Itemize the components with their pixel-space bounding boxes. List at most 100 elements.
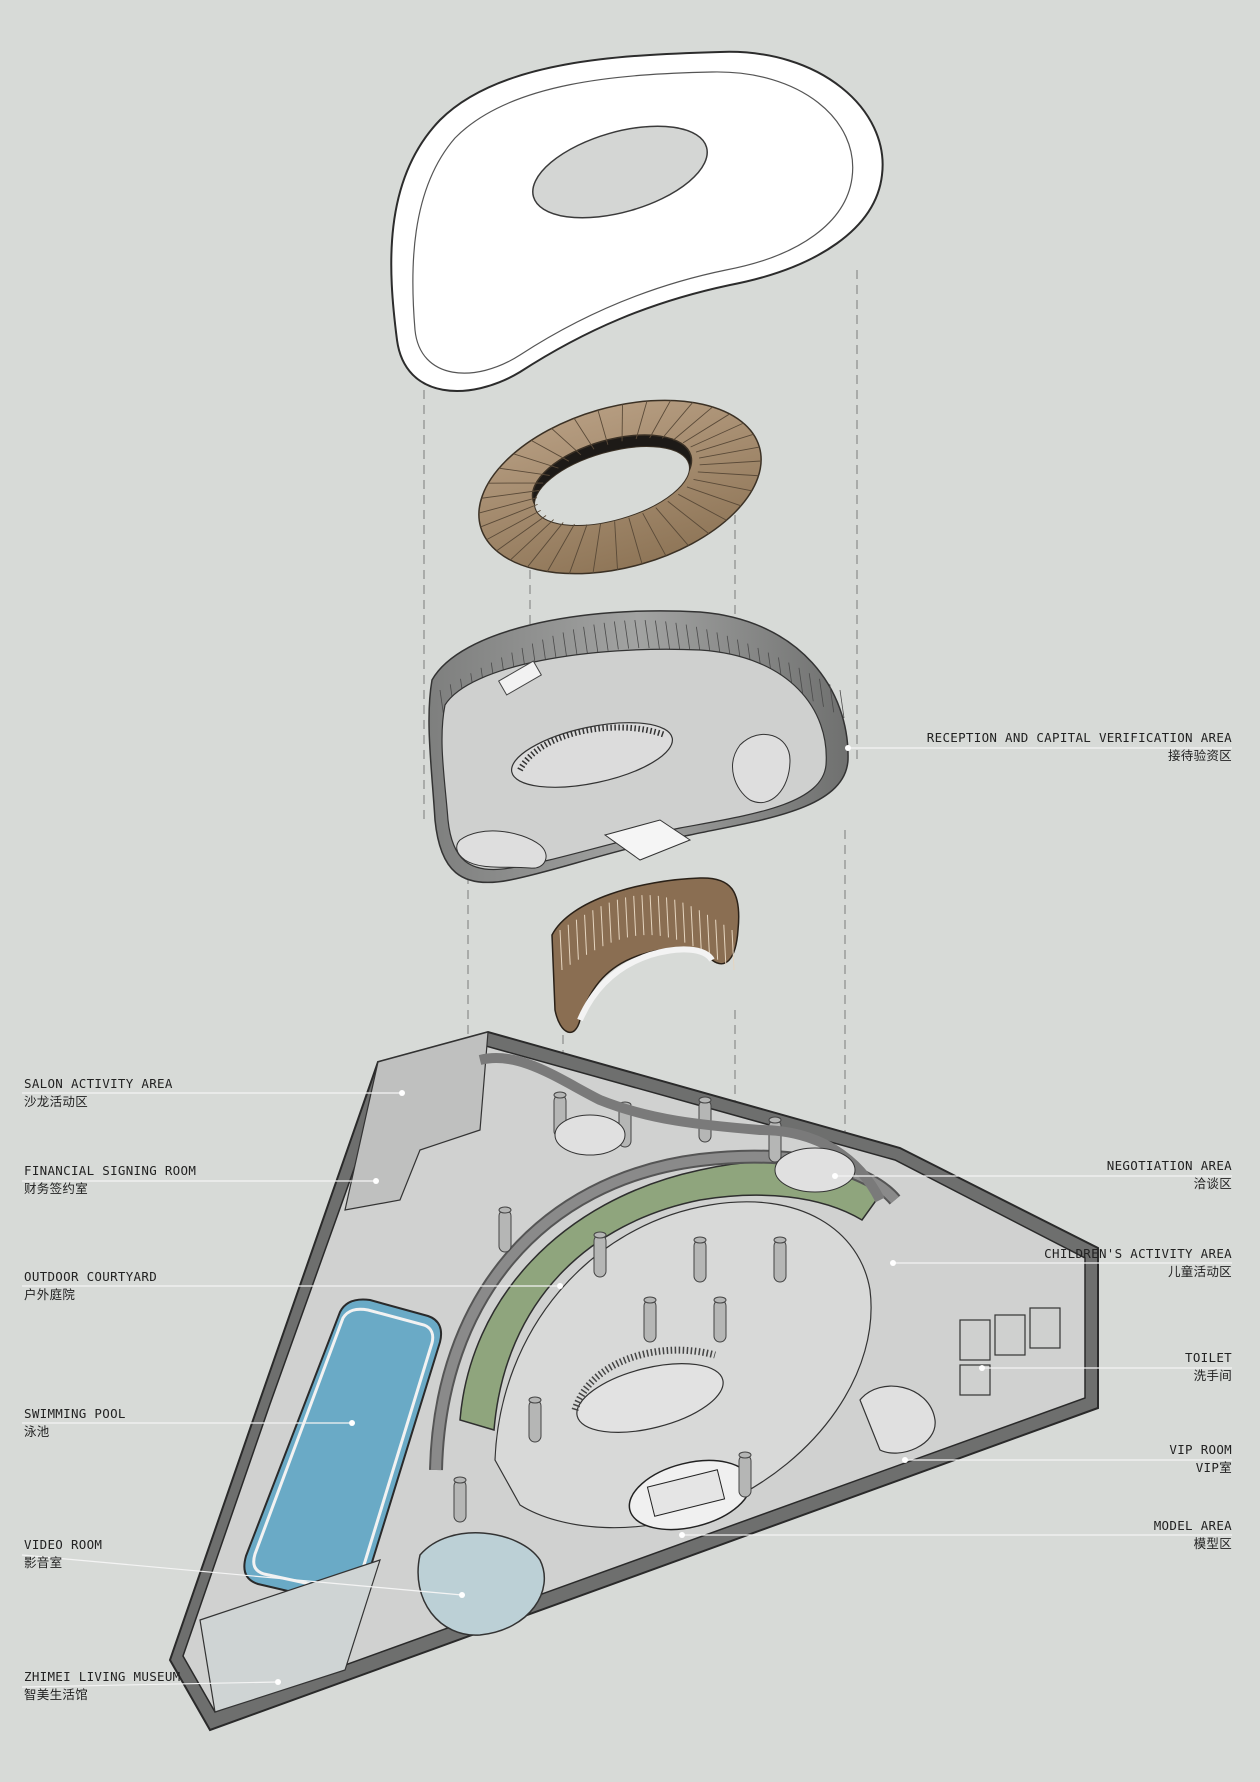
wall-fin [819,678,824,707]
stair-tread [633,895,637,936]
label-children-zh: 儿童活动区 [1167,1264,1232,1279]
label-model-zh: 模型区 [1193,1536,1232,1551]
upper-floor-plate [428,610,849,884]
ring-rib [568,524,588,574]
stair-tread [731,929,735,971]
column-top [528,1396,542,1404]
wall-fin [603,622,609,651]
column [738,1454,752,1498]
wall-fin [572,629,578,658]
ring-rib [642,512,667,557]
stair-tread [641,895,645,936]
stair-tread [665,897,669,938]
label-salon: SALON ACTIVITY AREA 沙龙活动区 [24,1075,173,1111]
wall-fin [644,620,650,649]
label-vip-zh: VIP室 [1195,1460,1232,1475]
ring-rib [628,517,643,565]
label-museum-en: ZHIMEI LIVING MUSEUM [24,1669,181,1684]
label-negotiation: NEGOTIATION AREA 洽谈区 [1107,1157,1232,1193]
column [773,1239,787,1283]
roof-slab [390,50,884,392]
label-salon-en: SALON ACTIVITY AREA [24,1076,173,1091]
wall-fin [654,620,660,649]
stair-tread [657,895,661,936]
timber-ring [478,399,762,575]
stair-tread [690,906,694,947]
label-vip: VIP ROOM VIP室 [1169,1441,1232,1477]
ring-rib [686,486,742,507]
ring-rib [673,406,713,441]
label-children-en: CHILDREN'S ACTIVITY AREA [1044,1246,1232,1261]
stair-tread [649,895,653,936]
ground-floor-plan [168,1030,1099,1732]
ring-rib [592,523,602,574]
wall-fin [829,684,835,713]
stair-tread [723,924,727,965]
ring-rib [527,522,564,568]
stair-tread [608,902,612,943]
label-model: MODEL AREA 模型区 [1154,1517,1232,1553]
label-toilet-zh: 洗手间 [1193,1368,1232,1383]
stair-tread [715,919,719,960]
toilet-cubicles [959,1307,1061,1396]
label-museum: ZHIMEI LIVING MUSEUM 智美生活馆 [24,1668,181,1704]
label-toilet: TOILET 洗手间 [1185,1349,1232,1385]
ring-rib [690,422,744,448]
ring-rib [573,417,595,450]
wall-fin [583,626,588,655]
column-top [773,1236,787,1244]
stair-tread [706,914,710,955]
label-museum-zh: 智美生活馆 [24,1687,89,1702]
ring-rib [546,523,575,572]
column-top [698,1096,712,1104]
column [593,1234,607,1278]
stair-tread [567,924,571,965]
ring-rib [699,446,760,459]
wall-fin [624,620,630,649]
stair-tread [575,919,579,960]
label-reception-zh: 接待验资区 [1167,748,1232,763]
ring-rib [678,493,727,521]
ring-rib [481,490,539,499]
column-top [713,1296,727,1304]
ring-rib [480,503,538,528]
label-video: VIDEO ROOM 影音室 [24,1536,102,1572]
column [643,1299,657,1343]
roof-skylight [532,125,708,219]
column-top [453,1476,467,1484]
wall-fin [798,667,804,696]
ring-rib [695,433,754,453]
label-pool-zh: 泳池 [24,1424,50,1439]
column [713,1299,727,1343]
label-video-en: VIDEO ROOM [24,1537,103,1552]
wall-fin [634,620,640,649]
stair-tread [584,914,588,955]
ring-rib [655,507,689,546]
wall-fin [839,689,845,719]
stair-tread [625,897,629,938]
video-room [417,1532,545,1636]
ring-rib [486,509,541,541]
label-vip-en: VIP ROOM [1169,1442,1232,1457]
ring-rib [699,460,762,466]
ring-rib [496,515,547,552]
ring-rib [693,479,752,492]
column-top [738,1451,752,1459]
label-pool-en: SWIMMING POOL [24,1406,126,1421]
column-top [553,1091,567,1099]
label-video-zh: 影音室 [24,1555,63,1570]
label-model-en: MODEL AREA [1153,1518,1232,1533]
label-children: CHILDREN'S ACTIVITY AREA 儿童活动区 [1044,1245,1232,1281]
ring-rib [510,519,554,561]
ring-rib [530,439,570,462]
ring-rib [682,413,730,444]
column-top [643,1296,657,1304]
label-reception: RECEPTION AND CAPITAL VERIFICATION AREA … [927,729,1232,765]
label-negotiation-zh: 洽谈区 [1193,1176,1232,1191]
stair-tread [592,910,596,951]
wall-fin [613,621,619,650]
column-top [693,1236,707,1244]
column [693,1239,707,1283]
ring-rib [635,400,648,440]
